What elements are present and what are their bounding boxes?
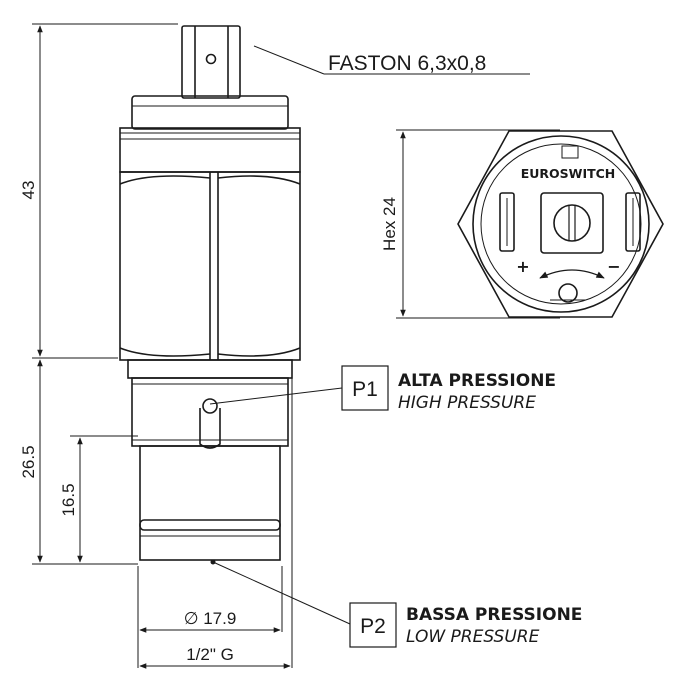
dim-diameter: ∅ 17.9	[184, 609, 237, 628]
lower-stem	[139, 445, 281, 561]
p2-title: BASSA PRESSIONE	[406, 605, 582, 625]
faston-terminal	[181, 25, 241, 99]
hex-outline	[457, 130, 664, 318]
p2-subtitle: LOW PRESSURE	[406, 627, 540, 647]
p2-tag: P2	[360, 615, 386, 638]
inner-ring	[480, 143, 642, 305]
adjust-arrow	[539, 269, 605, 279]
faston-callout	[253, 45, 530, 75]
terminal-left	[499, 192, 515, 252]
dim-lower-length: 16.5	[59, 483, 78, 516]
top-view	[457, 130, 664, 318]
brand-label: EUROSWITCH	[521, 166, 616, 181]
dimension-lines	[32, 23, 560, 669]
p1-callout: P1 ALTA PRESSIONE HIGH PRESSURE	[209, 365, 556, 413]
dim-thread-length: 26.5	[19, 445, 38, 478]
dim-thread: 1/2" G	[186, 645, 234, 664]
outer-ring	[472, 135, 650, 313]
p1-subtitle: HIGH PRESSURE	[398, 393, 536, 413]
faston-label: FASTON 6,3x0,8	[328, 52, 486, 75]
terminal-right	[625, 192, 641, 252]
switch-collar	[119, 127, 301, 173]
hex-size-label: Hex 24	[380, 197, 399, 251]
minus-sign: −	[607, 257, 620, 276]
lock-ball-icon	[558, 283, 578, 303]
adjustment-screw	[540, 192, 604, 254]
thread-section	[131, 377, 289, 449]
p1-title: ALTA PRESSIONE	[398, 371, 556, 391]
plus-sign: +	[516, 257, 529, 276]
p1-tag: P1	[352, 378, 378, 401]
hex-body	[119, 171, 301, 361]
switch-cap	[131, 95, 289, 130]
p2-callout: P2 BASSA PRESSIONE LOW PRESSURE	[210, 559, 582, 648]
dim-overall-length: 43	[19, 181, 38, 200]
neck	[127, 359, 293, 379]
side-view	[119, 25, 301, 561]
